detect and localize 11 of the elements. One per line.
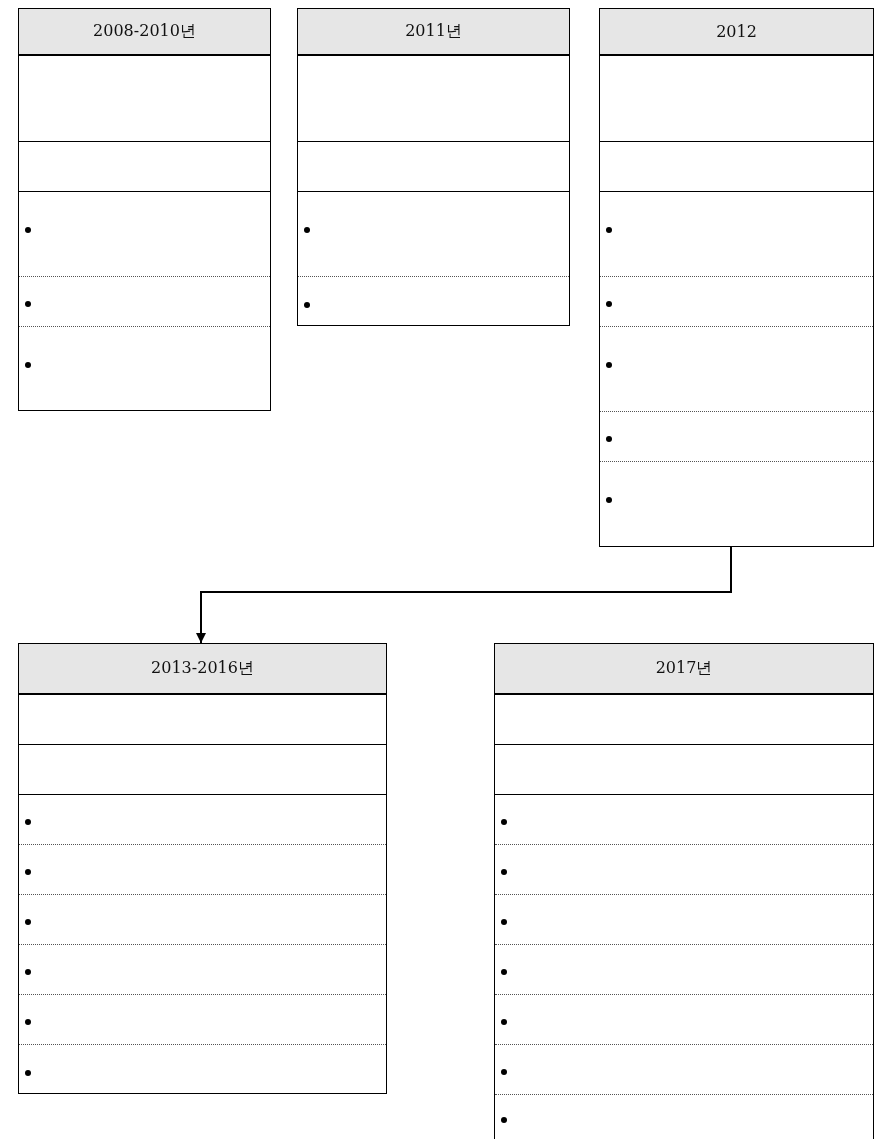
timeline-column [599,8,874,547]
timeline-column [18,8,271,411]
column-header: 2013-2016년 [19,644,386,694]
column-header: 2012 [600,9,873,55]
column-header: 2011년 [298,9,569,55]
timeline-column [297,8,570,326]
connector-arrow [196,546,732,644]
column-header: 2008-2010년 [19,9,270,55]
column-header: 2017년 [495,644,873,694]
timeline-column [494,643,874,1139]
timeline-column [18,643,387,1094]
